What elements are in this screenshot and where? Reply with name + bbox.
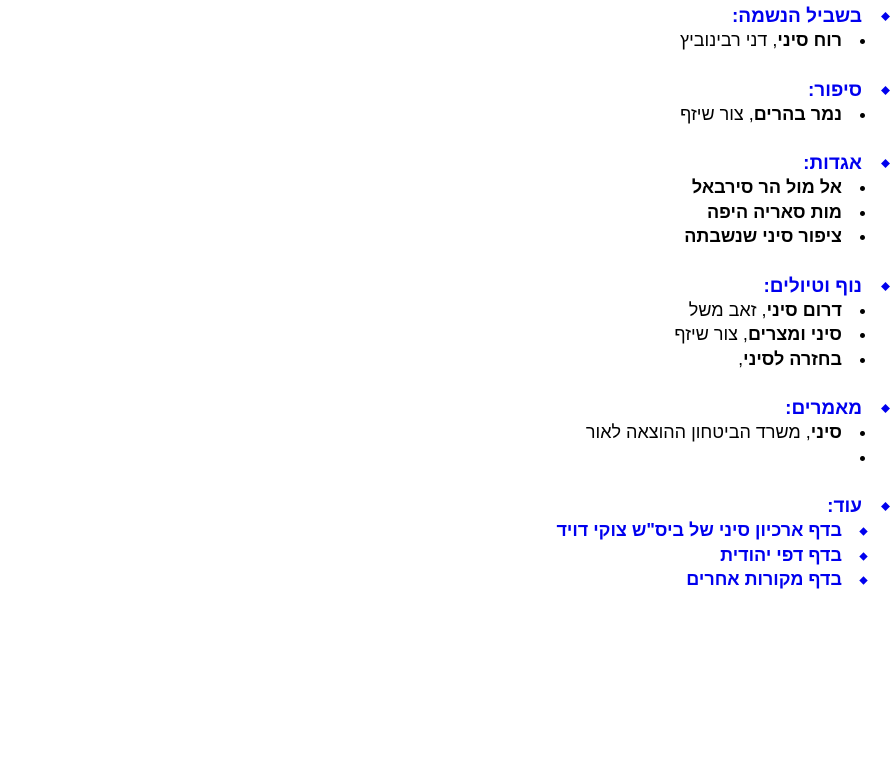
diamond-bullet-icon <box>881 12 890 21</box>
item-title: נמר בהרים <box>753 103 842 124</box>
list-item-empty <box>22 445 865 470</box>
diamond-bullet-icon <box>881 159 890 168</box>
diamond-bullet-icon <box>881 281 890 291</box>
section-header: סיפור: <box>22 78 890 102</box>
diamond-bullet-icon <box>881 502 890 511</box>
bullet-dot-icon <box>860 455 865 461</box>
link-yehudit-pages[interactable]: בדף דפי יהודית <box>720 544 842 565</box>
section-header: עוד: <box>22 494 890 518</box>
list-item: סיני, משרד הביטחון ההוצאה לאור <box>22 420 865 445</box>
section-title: נוף וטיולים: <box>763 275 862 297</box>
bullet-dot-icon <box>860 112 865 118</box>
list-item: מות סאריה היפה <box>22 200 865 225</box>
item-title: מות סאריה היפה <box>706 201 842 222</box>
section-more: עוד: בדף ארכיון סיני של ביס"ש צוקי דויד … <box>22 494 890 592</box>
list-item: בחזרה לסיני, <box>22 347 865 372</box>
list-item: בדף מקורות אחרים <box>22 567 868 592</box>
item-title: סיני <box>810 422 842 442</box>
section-story: סיפור: נמר בהרים, צור שיזף <box>22 78 890 127</box>
link-sinai-archive[interactable]: בדף ארכיון סיני של ביס"ש צוקי דויד <box>556 520 842 540</box>
section-title: בשביל הנשמה: <box>731 6 862 27</box>
diamond-bullet-icon <box>859 551 868 561</box>
section-title: אגדות: <box>803 153 862 174</box>
section-title: עוד: <box>827 496 862 517</box>
section-legends: אגדות: אל מול הר סירבאל מות סאריה היפה צ… <box>22 151 890 249</box>
section-header: אגדות: <box>22 151 890 175</box>
item-list: נמר בהרים, צור שיזף <box>22 102 865 127</box>
item-list: רוח סיני, דני רבינוביץ <box>22 28 865 53</box>
section-title: מאמרים: <box>785 398 862 419</box>
list-item: ציפור סיני שנשבתה <box>22 224 865 249</box>
diamond-bullet-icon <box>859 527 868 536</box>
list-item: נמר בהרים, צור שיזף <box>22 102 865 127</box>
item-title: בחזרה לסיני <box>743 348 842 369</box>
section-articles: מאמרים: סיני, משרד הביטחון ההוצאה לאור <box>22 396 890 470</box>
list-item: בדף ארכיון סיני של ביס"ש צוקי דויד <box>22 518 868 543</box>
section-header: מאמרים: <box>22 396 890 420</box>
item-author: , צור שיזף <box>674 324 748 344</box>
bullet-dot-icon <box>860 308 865 314</box>
sinai-links-page: בשביל הנשמה: רוח סיני, דני רבינוביץ סיפו… <box>22 4 890 617</box>
bullet-dot-icon <box>860 39 865 44</box>
list-item: סיני ומצרים, צור שיזף <box>22 322 865 347</box>
item-list: סיני, משרד הביטחון ההוצאה לאור <box>22 420 865 470</box>
bullet-dot-icon <box>860 431 865 436</box>
section-landscape-trips: נוף וטיולים: דרום סיני, זאב משל סיני ומצ… <box>22 274 890 372</box>
list-item: אל מול הר סירבאל <box>22 175 865 200</box>
link-other-sources[interactable]: בדף מקורות אחרים <box>686 569 842 589</box>
section-spirit: בשביל הנשמה: רוח סיני, דני רבינוביץ <box>22 4 890 53</box>
section-header: נוף וטיולים: <box>22 274 890 298</box>
bullet-dot-icon <box>860 186 865 191</box>
item-author: , זאב משל <box>688 299 767 320</box>
item-author: , דני רבינוביץ <box>680 30 778 50</box>
bullet-dot-icon <box>860 333 865 338</box>
diamond-bullet-icon <box>881 85 890 95</box>
item-title: ציפור סיני שנשבתה <box>684 226 842 246</box>
item-title: דרום סיני <box>766 299 842 320</box>
item-author: , משרד הביטחון ההוצאה לאור <box>585 422 811 442</box>
diamond-bullet-icon <box>881 404 890 413</box>
section-title: סיפור: <box>807 79 862 101</box>
item-author: , צור שיזף <box>680 103 754 124</box>
diamond-bullet-icon <box>859 576 868 585</box>
item-list: דרום סיני, זאב משל סיני ומצרים, צור שיזף… <box>22 298 865 372</box>
item-author: , <box>738 348 744 369</box>
item-title: אל מול הר סירבאל <box>691 177 842 197</box>
bullet-dot-icon <box>860 210 865 216</box>
list-item: רוח סיני, דני רבינוביץ <box>22 28 865 53</box>
item-list: אל מול הר סירבאל מות סאריה היפה ציפור סי… <box>22 175 865 249</box>
bullet-dot-icon <box>860 357 865 363</box>
bullet-dot-icon <box>860 235 865 240</box>
item-title: רוח סיני <box>777 30 842 50</box>
section-header: בשביל הנשמה: <box>22 4 890 28</box>
link-list: בדף ארכיון סיני של ביס"ש צוקי דויד בדף ד… <box>22 518 868 592</box>
item-title: סיני ומצרים <box>747 324 842 344</box>
list-item: דרום סיני, זאב משל <box>22 298 865 323</box>
list-item: בדף דפי יהודית <box>22 543 868 568</box>
